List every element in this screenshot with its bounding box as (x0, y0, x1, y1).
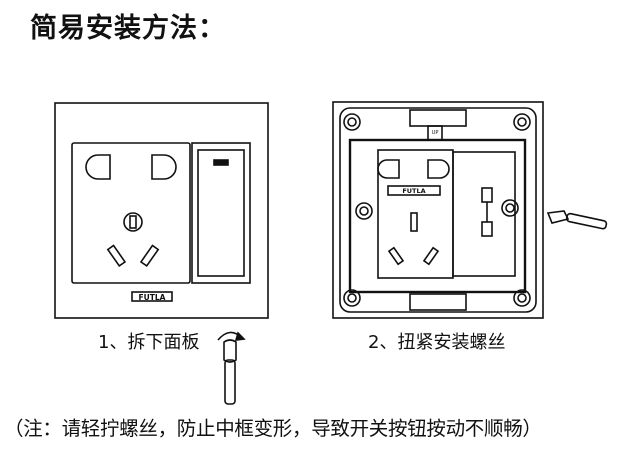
brand-logo: FUTLA (139, 293, 166, 302)
step-2-label: 2、扭紧安装螺丝 (368, 332, 506, 353)
step-1-label: 1、拆下面板 (98, 332, 200, 353)
screwdriver-icon (217, 331, 246, 405)
faceplate-illustration (54, 102, 269, 319)
screwdriver-icon (546, 210, 608, 230)
frame-up-mark: UP (432, 130, 439, 136)
brand-logo: FUTLA (402, 187, 425, 195)
mounting-frame-illustration (332, 101, 544, 319)
installation-note: （注：请轻拧螺丝，防止中框变形，导致开关按钮按动不顺畅） (4, 417, 542, 440)
page-title: 简易安装方法： (30, 13, 226, 44)
